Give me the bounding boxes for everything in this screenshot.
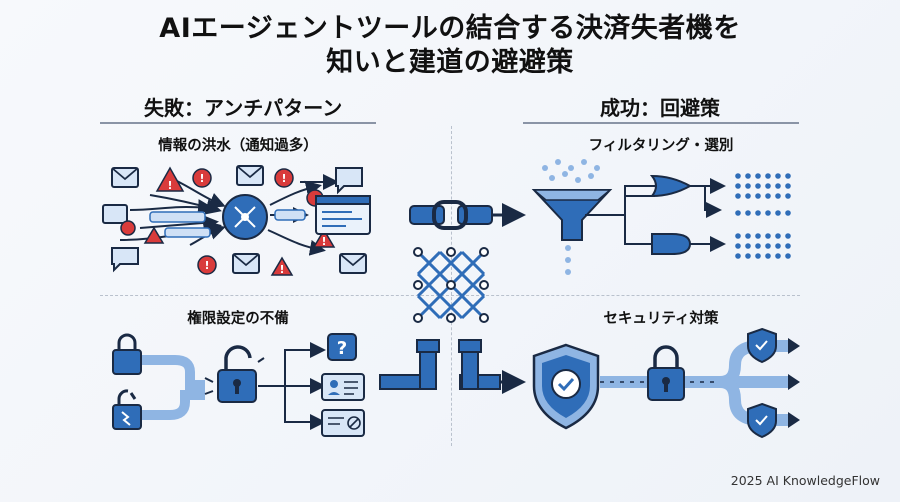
shield-check-icon [532, 343, 600, 430]
network-mesh-icon [413, 247, 489, 323]
filtering-label: フィルタリング・選別 [588, 138, 734, 154]
diagram-title-line1: AIエージェントツールの結合する決済失者機を [159, 13, 741, 44]
padlock-icon [647, 345, 685, 401]
permission-misconfig-illustration: ? [112, 333, 365, 437]
right-section-heading: 成功：回避策 [600, 96, 720, 120]
filter-funnel-illustration [531, 159, 791, 275]
diagram-title-line2: 知いと建道の避避策 [326, 47, 574, 78]
open-padlock-icon [204, 345, 265, 403]
svg-text:!: ! [321, 235, 326, 248]
center-horizontal-divider [100, 295, 800, 296]
disconnected-pipes-icon [379, 339, 526, 394]
broken-chain-link-icon [409, 200, 526, 230]
left-section-heading: 失敗：アンチパターン [144, 96, 343, 120]
svg-text:!: ! [204, 259, 209, 272]
svg-text:?: ? [337, 338, 347, 359]
denied-card-icon [321, 409, 365, 437]
security-illustration [532, 327, 800, 439]
question-badge-icon: ? [327, 333, 357, 361]
svg-text:!: ! [279, 263, 284, 276]
id-card-icon [321, 373, 365, 401]
small-shield-icon [747, 327, 777, 364]
information-flood-label: 情報の洪水（通知過多） [158, 138, 318, 154]
filtered-data-dots [735, 173, 791, 259]
left-heading-rule [100, 122, 376, 124]
broken-lock-icon [112, 389, 142, 430]
right-heading-rule [523, 122, 799, 124]
svg-text:!: ! [199, 172, 204, 185]
permission-misconfig-label: 権限設定の不備 [187, 311, 289, 327]
svg-text:!: ! [281, 172, 286, 185]
security-measures-label: セキュリティ対策 [603, 311, 719, 327]
lock-icon [112, 333, 142, 375]
information-flood-illustration: !!! !!! [102, 165, 371, 276]
svg-text:!: ! [167, 179, 172, 192]
footer-credit: 2025 AI KnowledgeFlow [730, 473, 880, 488]
small-shield-icon [747, 402, 777, 439]
